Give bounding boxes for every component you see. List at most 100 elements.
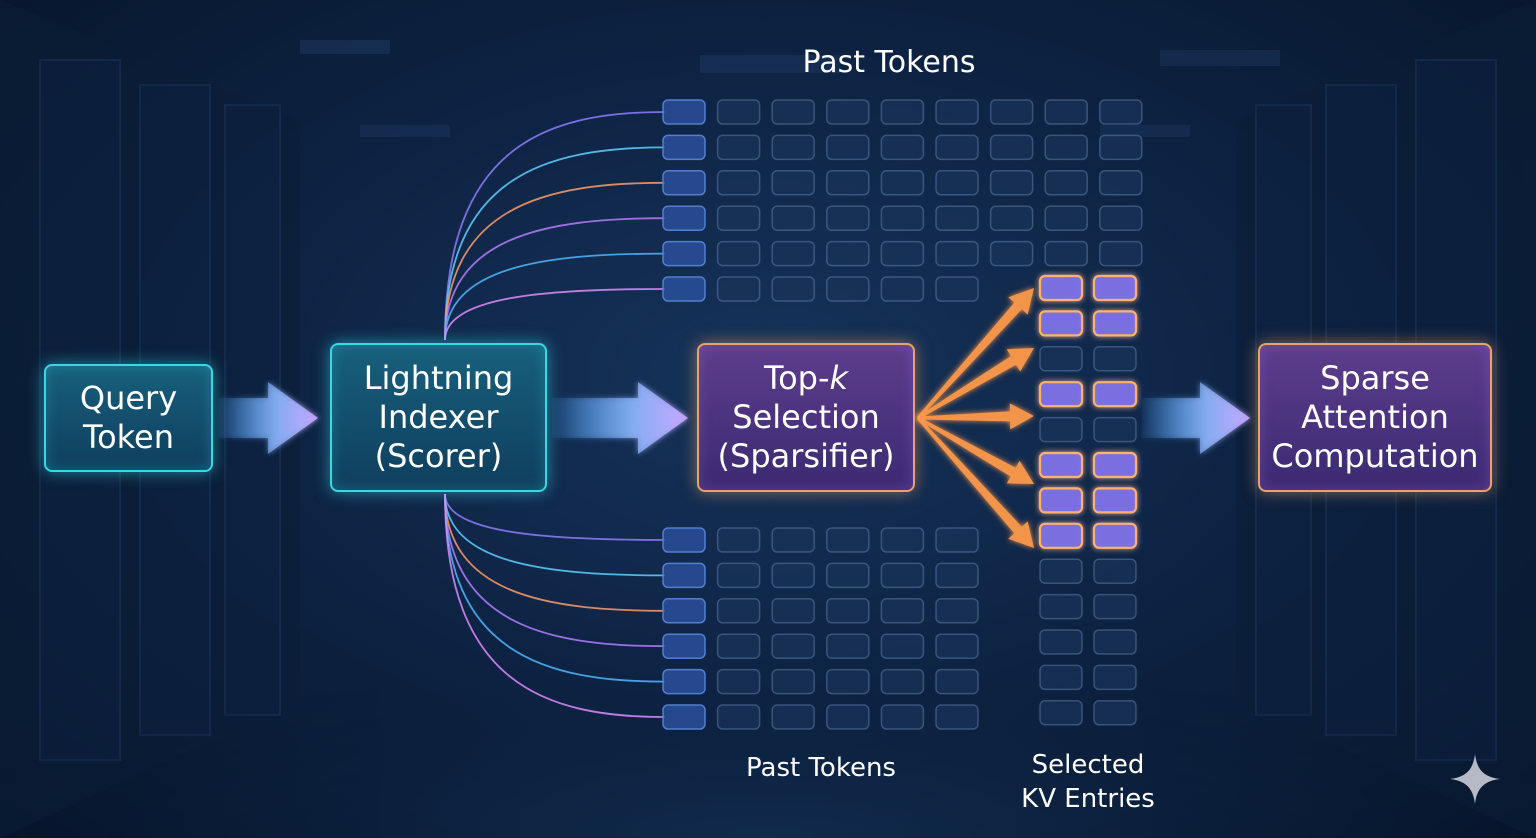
past-token-cell [1099,240,1143,267]
score-curve [444,493,666,612]
past-token-cell [716,633,761,659]
past-token-cell [935,134,979,161]
past-token-cell [826,205,870,231]
kv-cell [1093,346,1137,372]
box-label: (Sparsifier) [717,437,895,475]
score-curve [444,111,666,341]
indexer-score-curves [444,111,666,718]
kv-cell [1039,558,1083,584]
past-token-cell [771,668,815,695]
score-curve [444,493,666,648]
past-token-cell [880,668,925,695]
past-token-cell [935,633,979,659]
kv-cell [1093,416,1137,443]
past-token-cell [662,276,706,302]
past-token-cell [935,170,979,196]
flow-arrow-icon [552,382,688,454]
kv-cell [1039,700,1083,726]
score-curve [444,252,666,341]
past-token-cell [826,240,870,267]
past-token-cell [826,562,870,589]
score-curve [444,288,666,341]
kv-cell [1039,629,1083,655]
past-token-cell [935,240,979,267]
past-token-cell [880,240,925,267]
past-token-cell [771,276,815,302]
past-token-cell [716,276,761,302]
past-token-cell [935,205,979,231]
past-token-cell [880,527,925,553]
kv-cell [1039,346,1083,372]
past-token-cell [771,205,815,231]
past-token-cell [662,668,706,695]
past-token-cell [662,562,706,589]
past-token-cell [771,170,815,196]
score-curve [444,493,666,541]
past-token-cell [716,527,761,553]
past-token-cell [771,562,815,589]
past-token-cell [880,276,925,302]
kv-cell [1093,593,1137,620]
past-token-cell [716,170,761,196]
past-token-cell [716,205,761,231]
past-token-cell [880,205,925,231]
kv-cell [1093,629,1137,655]
past-token-cell [826,633,870,659]
past-token-cell [826,598,870,624]
flow-arrow-icon [1142,382,1250,454]
selection-arrow-icon [918,403,1034,430]
kv-cell [1093,558,1137,584]
past-token-cell [662,633,706,659]
past-token-cell [989,240,1034,267]
past-token-cell [716,99,761,125]
past-token-cell [935,668,979,695]
past-token-cell [1099,170,1143,196]
score-curve [444,181,666,341]
selected-kv-cell [1038,487,1084,514]
sparkle-star-icon [1450,754,1500,804]
box-label: Query [79,379,178,417]
past-token-cell [716,562,761,589]
selected-kv-cell [1038,381,1084,408]
query-token-box: Query Token [44,364,213,472]
past-token-cell [771,633,815,659]
selected-kv-cell [1092,310,1138,337]
score-curve [444,493,666,683]
past-token-cell [662,704,706,730]
past-token-cell [771,598,815,624]
past-tokens-top-label: Past Tokens [802,45,976,80]
past-token-cell [1099,134,1143,161]
past-token-cell [716,704,761,730]
past-token-cell [935,704,979,730]
box-label: Lightning [363,359,514,397]
box-label: Sparse [1320,359,1430,397]
box-label: Attention [1301,398,1449,436]
box-label: Top-k [764,359,848,398]
past-token-cell [716,668,761,695]
past-token-cell [1044,240,1088,267]
selected-kv-label: Selected KV Entries [1008,748,1168,816]
past-token-cell [826,170,870,196]
selected-kv-cell [1092,451,1138,479]
past-token-cell [935,99,979,125]
box-label: Selection [732,398,880,436]
past-token-cell [1044,99,1088,125]
selected-kv-cell [1092,381,1138,408]
selection-arrows [916,288,1034,548]
selection-arrow-icon [916,288,1034,419]
selected-kv-cell [1092,274,1138,302]
past-token-cell [880,633,925,659]
past-token-cell [935,562,979,589]
selection-arrow-icon [917,348,1034,420]
past-token-cell [826,276,870,302]
past-token-cell [771,527,815,553]
past-token-cell [989,205,1034,231]
top-prefix: Top- [763,359,830,397]
past-token-cell [1044,170,1088,196]
past-token-cell [880,598,925,624]
past-token-cell [880,704,925,730]
past-token-cell [989,99,1034,125]
past-token-cell [989,134,1034,161]
selected-kv-cell [1092,487,1138,514]
